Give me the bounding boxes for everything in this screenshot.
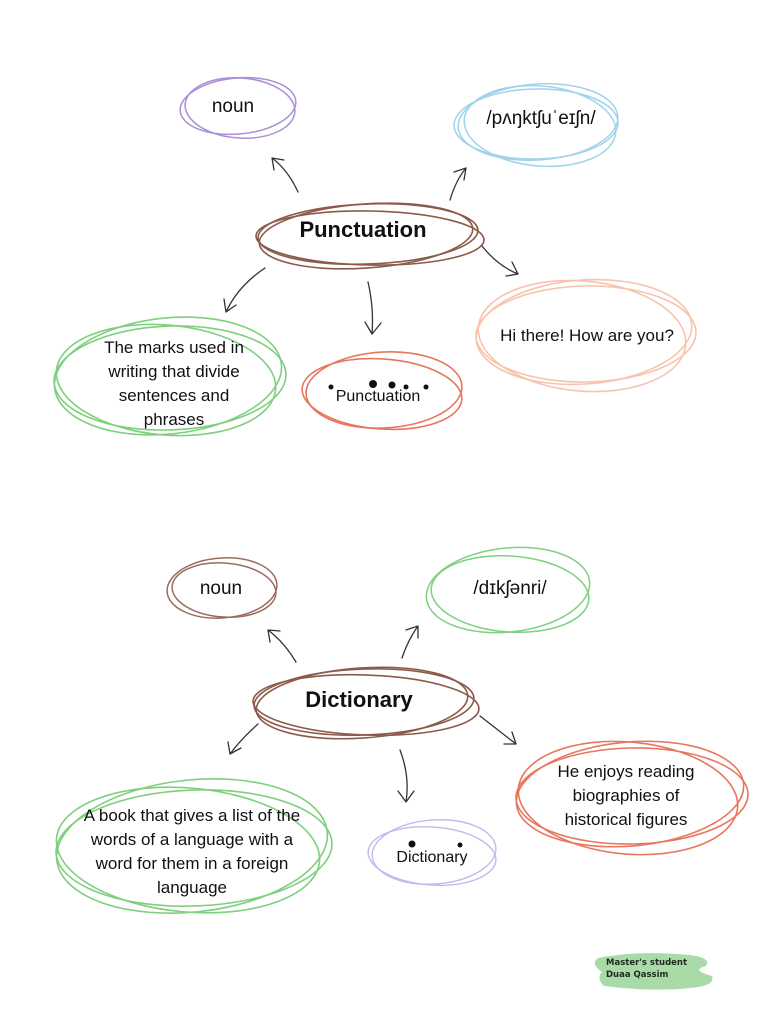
definition-scribble [53, 316, 287, 437]
credit-line-1: Master's student [606, 958, 688, 968]
dotted-word-scribble [367, 819, 497, 886]
pronunciation-scribble [453, 82, 619, 168]
arrow-to-example [479, 715, 517, 745]
definition: The marks used in writing that divide se… [104, 338, 244, 429]
arrow-to-example [481, 245, 519, 277]
credit-line-2: Duaa Qassim [606, 970, 669, 980]
arrow-to-pronunciation [401, 625, 419, 659]
center-word: Punctuation [299, 217, 427, 242]
dictionary-map [55, 546, 749, 914]
syllable-dots [328, 380, 429, 390]
arrow-to-dotted-word [364, 281, 382, 335]
example: Hi there! How are you? [500, 326, 674, 345]
pronunciation: /pʌŋktʃuˈeɪʃn/ [486, 108, 596, 129]
dotted-word-scribble [301, 351, 463, 431]
definition: A book that gives a list of the words of… [83, 806, 301, 897]
arrow-to-noun [267, 629, 297, 663]
example-scribble [475, 278, 697, 393]
dotted-word: Dictionary [396, 849, 468, 866]
arrow-to-pronunciation [449, 167, 467, 201]
example-scribble [515, 740, 749, 856]
credit-brush [594, 953, 713, 990]
punctuation-map [53, 76, 697, 437]
noun-scribble [179, 76, 297, 139]
part-of-speech: noun [199, 578, 243, 599]
part-of-speech: noun [211, 96, 255, 117]
syllable-dots [408, 840, 463, 848]
noun-scribble [166, 557, 278, 619]
arrow-to-noun [271, 157, 299, 193]
pronunciation-scribble [425, 546, 591, 634]
arrows [227, 625, 517, 803]
arrow-to-definition [223, 267, 266, 313]
example: He enjoys reading biographies of histori… [557, 762, 695, 829]
center-scribble [252, 666, 480, 740]
center-word: Dictionary [305, 687, 413, 712]
definition-scribble [55, 778, 333, 914]
arrow-to-definition [227, 723, 259, 755]
arrow-to-dotted-word [397, 749, 415, 803]
arrows [223, 157, 519, 335]
credit-label: Master's student Duaa Qassim [606, 957, 706, 981]
center-scribble [255, 202, 485, 270]
dotted-word: Punctuation [335, 388, 421, 405]
pronunciation: /dɪkʃənri/ [473, 578, 547, 599]
